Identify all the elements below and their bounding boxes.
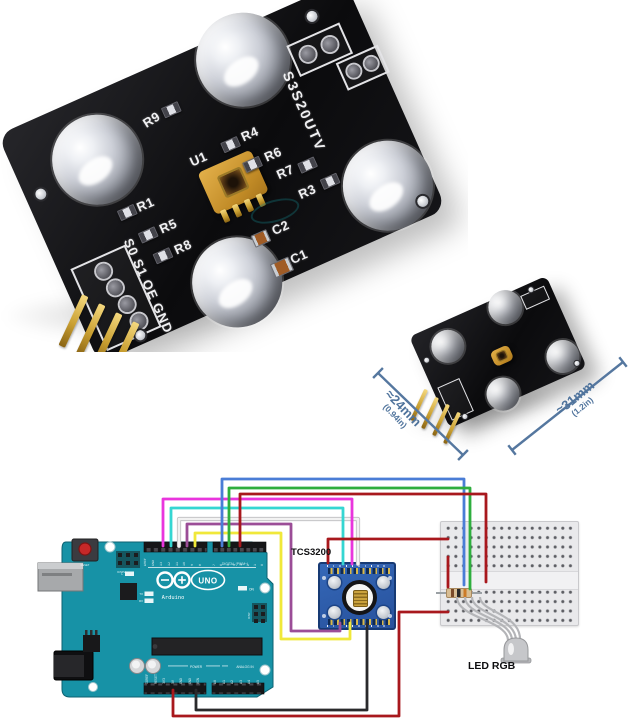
module-led	[328, 576, 341, 589]
rgb-led	[455, 596, 532, 664]
pin-label: 6	[219, 564, 223, 566]
pin-label: 7	[213, 564, 216, 566]
icsp2-header	[116, 551, 140, 568]
sensor-label: TCS3200	[291, 547, 332, 558]
module-bottom-pins	[326, 618, 390, 625]
dimension-lines	[372, 356, 628, 461]
usb-interface-chip	[120, 583, 137, 600]
wire-red-sensor	[326, 537, 450, 565]
pin-label: AREF	[144, 558, 147, 566]
pin-label: 13	[159, 562, 163, 566]
pin-label: GND	[188, 678, 192, 684]
analog-header	[211, 682, 265, 695]
logo-minus	[161, 579, 169, 581]
on-label: ON	[249, 588, 254, 592]
sensor-chip	[353, 590, 368, 607]
pin-label: A2	[231, 680, 235, 684]
l-led-label: L	[121, 572, 123, 576]
pin-label: A4	[248, 680, 252, 684]
pin-label: 2	[246, 564, 250, 566]
pin-label: GND	[151, 560, 155, 566]
pin-label: 3V3	[163, 678, 166, 684]
led-highlight	[508, 643, 514, 655]
pin-label: RESET	[154, 674, 158, 684]
pin-label: GND	[180, 678, 183, 684]
pin-label: 1	[253, 564, 257, 566]
tx-label: TX	[139, 592, 143, 596]
pin-label: IOREF	[146, 674, 149, 684]
voltage-regulator	[83, 630, 100, 652]
barrel-jack	[53, 650, 94, 681]
pin-label: 0	[260, 564, 264, 566]
power-pin-labels: IOREF RESET 3V3 5V GND GND VIN	[146, 671, 206, 684]
led-body	[503, 637, 529, 662]
pin-label-ticks	[327, 624, 390, 627]
atmega-chip	[151, 637, 263, 656]
photo-large-tcs3200-module: R9 U1 R4 R6 R7 R3 R1 R5 R8 C2 C1 S3S20UT…	[0, 0, 468, 352]
reset-label: RESET	[81, 563, 90, 567]
pin-label: 8	[199, 564, 203, 566]
module-led	[328, 606, 341, 619]
pin-label: 3	[240, 564, 244, 566]
analog-caption: ANALOG IN	[236, 665, 254, 669]
rx-led	[144, 598, 154, 603]
tx-led	[144, 591, 154, 596]
dimension-line-width	[372, 367, 469, 461]
l-led	[125, 571, 134, 576]
module-top-pins	[326, 567, 390, 574]
rx-label: RX	[139, 599, 143, 603]
photo-small-with-dimensions: ≈24mm (0.94in) ≈31mm (1.2in)	[360, 250, 630, 462]
pin-label: VIN	[197, 678, 200, 684]
power-caption: POWER	[190, 665, 203, 669]
on-led	[238, 586, 247, 591]
power-header	[143, 682, 207, 695]
screw-hole	[388, 576, 392, 580]
icsp-label: ICSP	[247, 612, 251, 619]
chip-notch	[152, 644, 158, 649]
reset-button: RESET	[71, 538, 99, 567]
digital-header-right	[212, 541, 267, 553]
logo-plus-v	[181, 576, 183, 584]
pin-label: A1	[222, 680, 226, 684]
arduino-brand-label: Arduino	[162, 595, 185, 601]
digital-header-left	[143, 541, 208, 553]
electrolytic-capacitors	[129, 658, 161, 674]
icsp-header	[252, 603, 267, 623]
rgb-led-label: LED RGB	[468, 660, 516, 672]
led-legs	[455, 596, 522, 641]
breadboard-holes-top	[446, 526, 575, 569]
uno-label: UNO	[198, 577, 217, 586]
screw-hole	[322, 614, 326, 618]
resistor-lead	[436, 592, 446, 594]
tcs3200-breakout	[318, 562, 396, 630]
resistor-lead	[470, 592, 482, 594]
screw-hole	[388, 614, 392, 618]
pin-label: 12	[167, 562, 171, 566]
icsp2-label: ICSP2	[117, 570, 126, 574]
pin-label: 5V	[171, 680, 175, 684]
pin-label: A5	[256, 680, 260, 684]
screw-hole	[322, 576, 326, 580]
usb-port	[37, 562, 84, 592]
dimension-line-length	[507, 356, 628, 456]
silk-line	[148, 567, 256, 568]
pin-label: A0	[214, 680, 217, 684]
